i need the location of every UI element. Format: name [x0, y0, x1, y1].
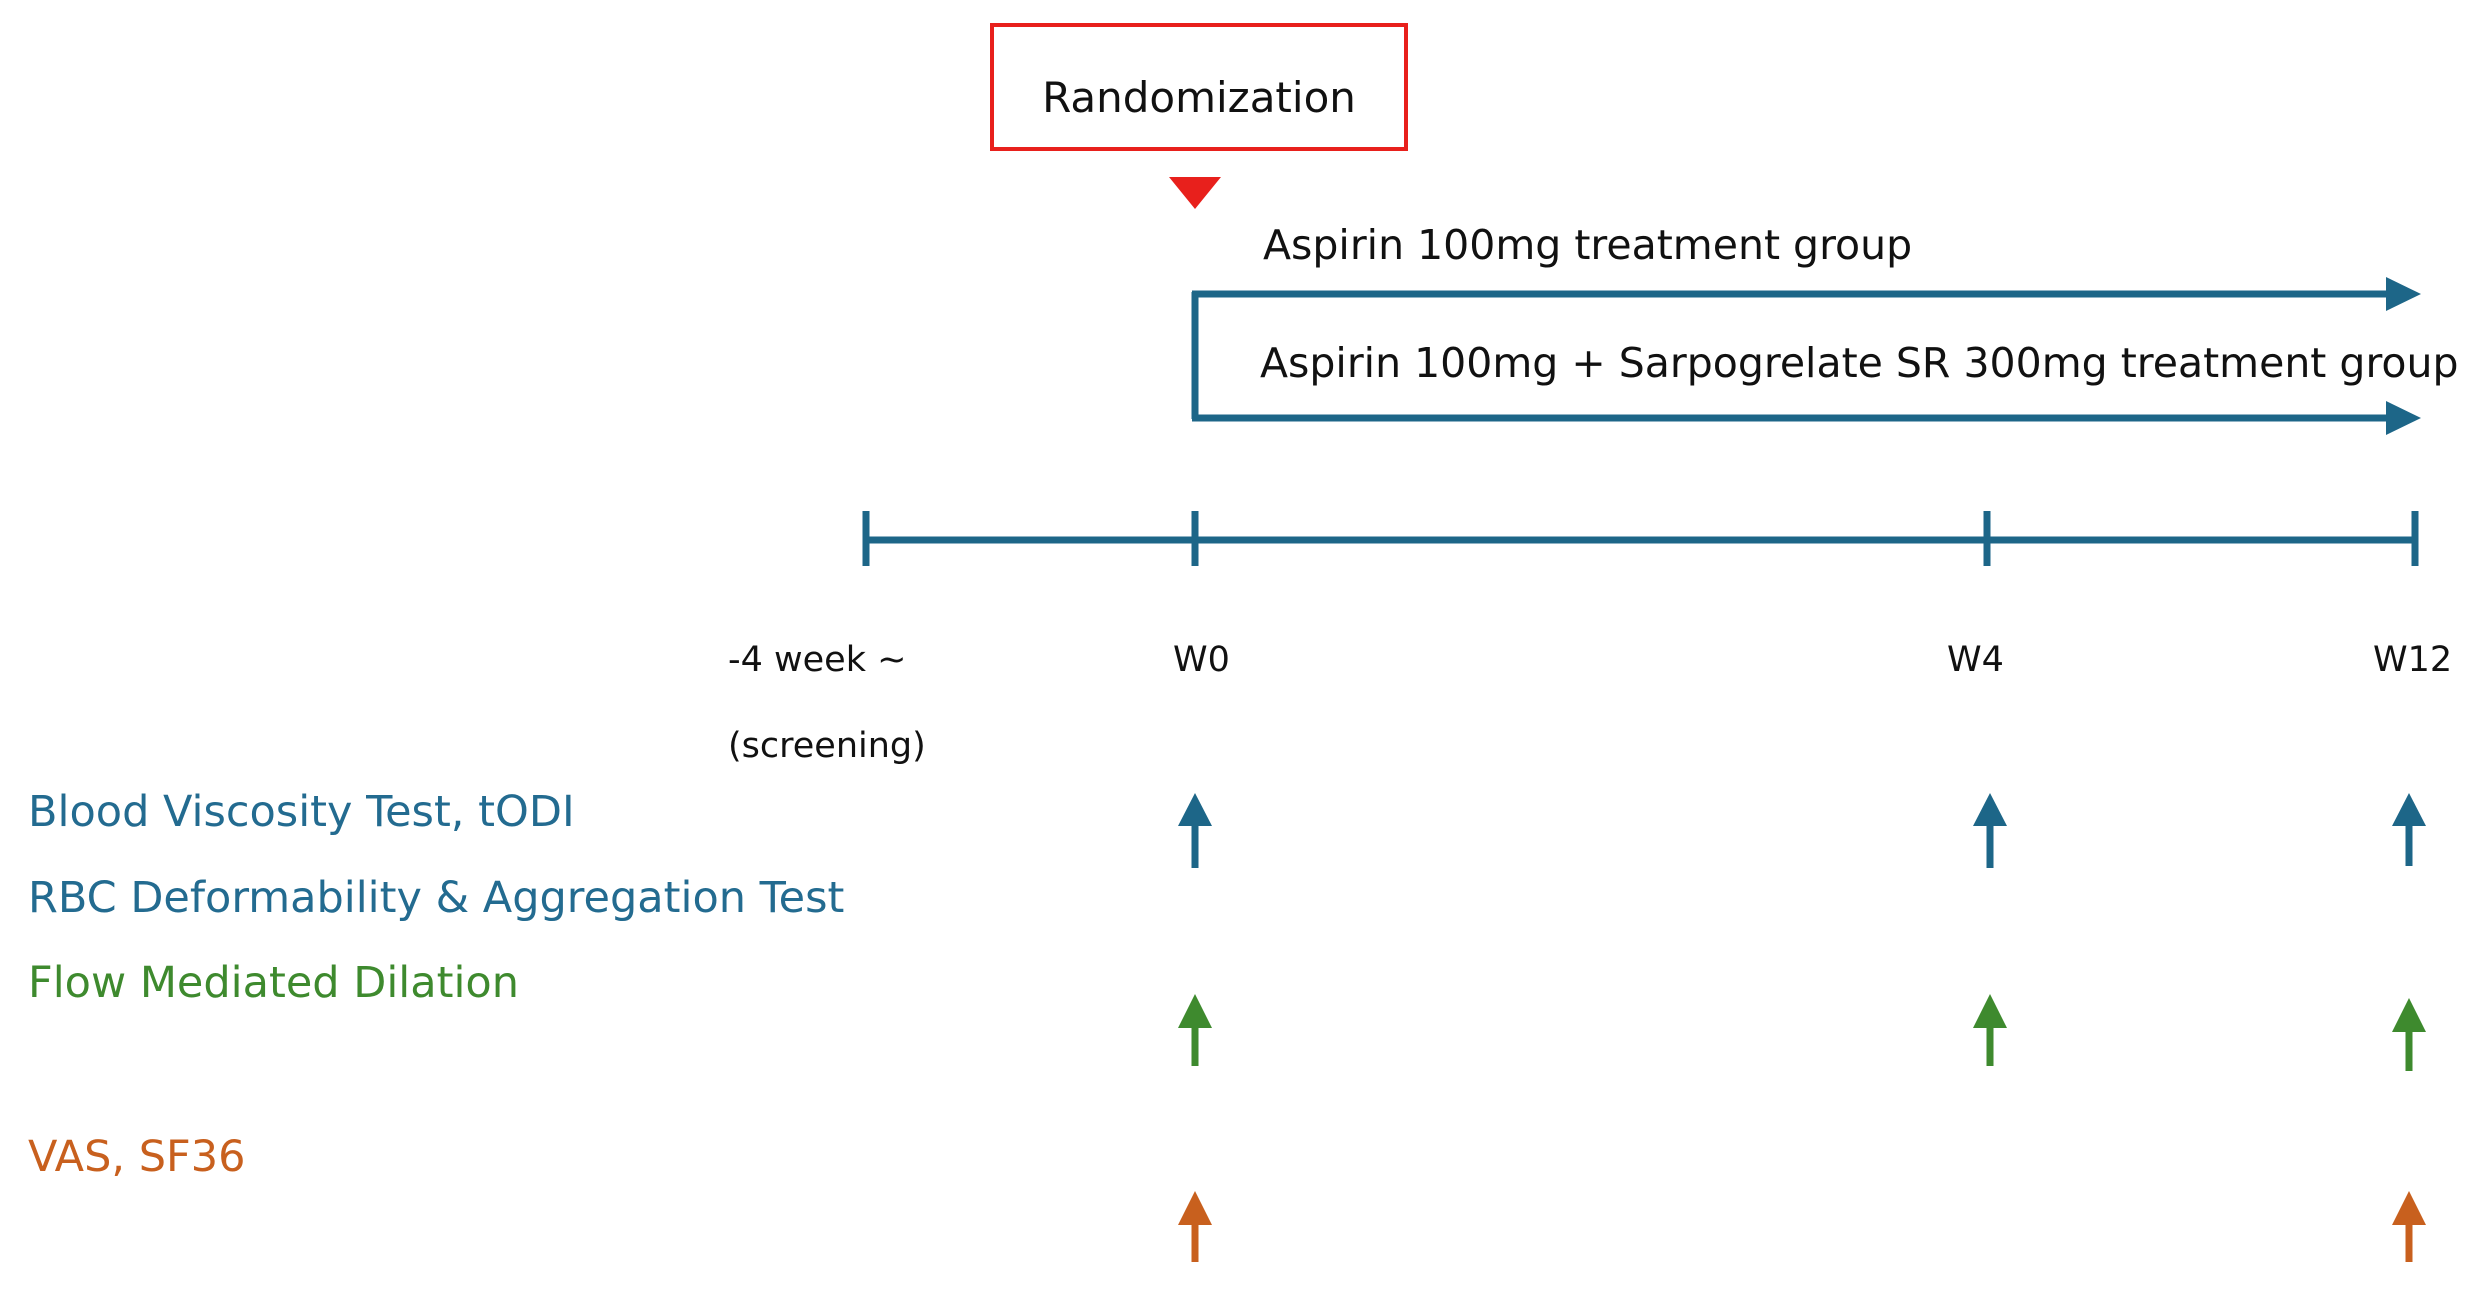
- tick-label-w4: W4: [1947, 640, 2004, 680]
- up-arrow-icon: [2392, 998, 2426, 1071]
- treatment-arrows: [1191, 290, 2390, 422]
- tick-sublabel-screening: (screening): [728, 726, 926, 766]
- up-arrow-icon: [1178, 793, 1212, 868]
- arrowhead-aspirin-icon: [2386, 277, 2421, 311]
- up-arrow-icon: [1973, 994, 2007, 1066]
- up-arrow-icon: [2392, 793, 2426, 866]
- assessment-label-blood-viscosity: Blood Viscosity Test, tODI: [28, 787, 575, 837]
- group-label-aspirin: Aspirin 100mg treatment group: [1263, 221, 1913, 269]
- tick-label-w0: W0: [1173, 640, 1230, 680]
- tick-label-w12: W12: [2373, 640, 2453, 680]
- tick-label-screening: -4 week ~: [728, 640, 907, 680]
- timeline: [862, 511, 2419, 566]
- randomization-box: Randomization: [990, 23, 1408, 151]
- up-arrow-icon: [1973, 793, 2007, 868]
- group-label-aspirin-sarpogrelate: Aspirin 100mg + Sarpogrelate SR 300mg tr…: [1260, 339, 2459, 387]
- up-arrow-icon: [2392, 1191, 2426, 1262]
- arrow-row-blood-tests: [1178, 793, 2426, 868]
- assessment-label-rbc: RBC Deformability & Aggregation Test: [28, 873, 845, 923]
- assessment-label-fmd: Flow Mediated Dilation: [28, 958, 519, 1008]
- arrow-row-vas-sf36: [1178, 1191, 2426, 1262]
- up-arrow-icon: [1178, 994, 1212, 1066]
- randomization-label: Randomization: [1042, 73, 1356, 122]
- arrowhead-combo-icon: [2386, 401, 2421, 435]
- arrow-row-fmd: [1178, 994, 2426, 1071]
- assessment-label-vas-sf36: VAS, SF36: [28, 1132, 246, 1182]
- randomization-pointer-icon: [1169, 177, 1221, 209]
- up-arrow-icon: [1178, 1191, 1212, 1262]
